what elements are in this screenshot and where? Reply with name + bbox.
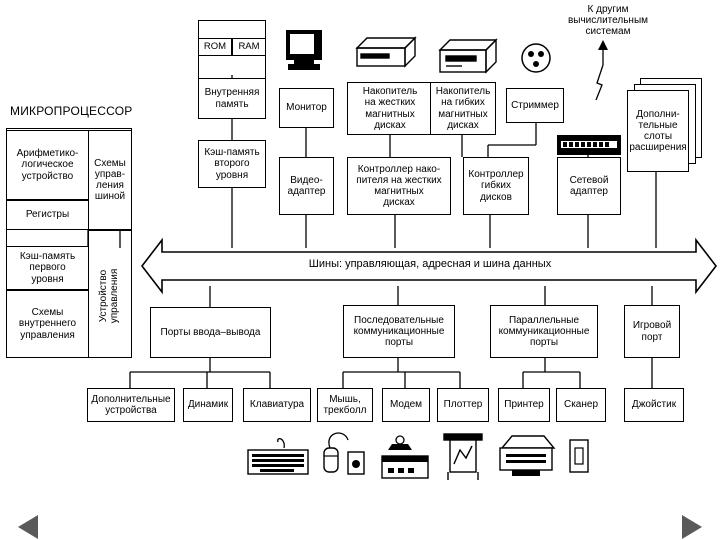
parallel-ports-box: Параллельные коммуникационные порты [490, 305, 598, 358]
plotter-box: Плоттер [437, 388, 489, 422]
printer-box: Принтер [498, 388, 550, 422]
keyboard-box: Клавиатура [243, 388, 311, 422]
system-bus-arrow [140, 237, 718, 295]
other-systems-label: К другим вычислительным системам [567, 4, 649, 37]
internal-control-box: Схемы внутреннего управления [6, 290, 89, 358]
speaker-box: Динамик [183, 388, 233, 422]
arrow-right-icon[interactable] [682, 515, 702, 539]
modem-box: Модем [382, 388, 430, 422]
ram-box: RAM [232, 38, 266, 56]
alu-box: Арифметико- логическое устройство [6, 130, 89, 200]
rom-box: ROM [198, 38, 232, 56]
monitor-box: Монитор [279, 88, 334, 128]
hdd-box: Накопитель на жестких магнитных дисках [347, 82, 433, 135]
bus-label: Шины: управляющая, адресная и шина данны… [308, 258, 552, 270]
network-adapter-box: Сетевой адаптер [557, 157, 621, 215]
bus-control-box: Схемы управ- ления шиной [88, 130, 132, 230]
fdd-controller-box: Контроллер гибких дисков [463, 157, 529, 215]
streamer-box: Стриммер [506, 88, 564, 123]
joystick-box: Джойстик [624, 388, 684, 422]
cpu-title: МИКРОПРОЦЕССОР [10, 104, 133, 118]
mouse-box: Мышь, трекболл [317, 388, 373, 422]
internal-memory-box: Внутренняя память [198, 78, 266, 119]
expansion-slots-box: Дополни- тельные слоты расширения [627, 90, 689, 172]
registers-box: Регистры [6, 200, 89, 230]
scanner-box: Сканер [556, 388, 606, 422]
l1-cache-box: Кэш-память первого уровня [6, 246, 89, 290]
l2-cache-box: Кэш-память второго уровня [198, 140, 266, 188]
fdd-box: Накопитель на гибких магнитных дисках [430, 82, 496, 135]
hdd-controller-box: Контроллер нако- пителя на жестких магни… [347, 157, 451, 215]
control-unit-box [88, 230, 132, 358]
game-port-box: Игровой порт [624, 305, 680, 358]
video-adapter-box: Видео- адаптер [279, 157, 334, 215]
extra-devices-box: Дополнительные устройства [87, 388, 175, 422]
io-ports-box: Порты ввода–вывода [150, 307, 271, 358]
serial-ports-box: Последовательные коммуникационные порты [343, 305, 455, 358]
arrow-left-icon[interactable] [18, 515, 38, 539]
